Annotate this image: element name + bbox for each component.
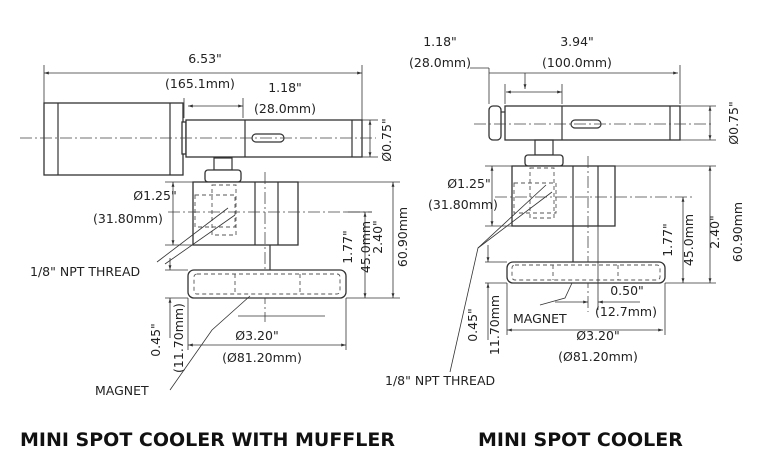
total-height-mm: 60.90mm: [395, 207, 410, 267]
base-height-mm: (11.70mm): [171, 303, 186, 373]
hex-length-in: 1.18": [268, 80, 302, 95]
muffler-model-title: MINI SPOT COOLER WITH MUFFLER: [20, 429, 395, 451]
hex-length-mm: (28.0mm): [254, 101, 316, 116]
center-height-mm: 45.0mm: [681, 214, 696, 266]
center-height-in: 1.77": [340, 230, 355, 264]
mini-spot-cooler-drawing: 1.18" (28.0mm) 3.94" (100.0mm) Ø0.75": [385, 34, 745, 388]
model-title: MINI SPOT COOLER: [478, 429, 683, 451]
center-height-in: 1.77": [660, 223, 675, 257]
mount-block: [511, 165, 616, 227]
base-diameter-mm: (Ø81.20mm): [222, 350, 302, 365]
base-diameter-mm: (Ø81.20mm): [558, 349, 638, 364]
mini-spot-cooler-with-muffler-drawing: 6.53" (165.1mm) 1.18" (28.0mm) Ø0.75" Ø1…: [20, 51, 410, 398]
magnetic-base: [187, 269, 347, 299]
tube-length-mm: (100.0mm): [542, 55, 612, 70]
cooler-tube: [504, 105, 681, 141]
hex-length-mm: (28.0mm): [409, 55, 471, 70]
block-diameter-mm: (31.80mm): [93, 211, 163, 226]
muffler: [43, 102, 184, 176]
thread-label: 1/8" NPT THREAD: [30, 264, 140, 279]
total-height-in: 2.40": [370, 220, 385, 254]
base-height-mm: 11.70mm: [487, 295, 502, 355]
overall-length-mm: (165.1mm): [165, 76, 235, 91]
base-height-in: 0.45": [465, 308, 480, 342]
magnet-label: MAGNET: [513, 311, 567, 326]
base-diameter-in: Ø3.20": [576, 328, 619, 343]
tube-length-in: 3.94": [560, 34, 594, 49]
total-height-in: 2.40": [707, 215, 722, 249]
mount-block: [192, 181, 299, 246]
tube-diameter: Ø0.75": [726, 101, 741, 144]
block-diameter-mm: (31.80mm): [428, 197, 498, 212]
block-diameter-in: Ø1.25": [133, 188, 176, 203]
offset-in: 0.50": [610, 283, 644, 298]
hex-length-in: 1.18": [423, 34, 457, 49]
nut: [524, 154, 564, 167]
cooler-tube: [185, 119, 363, 158]
magnet-label: MAGNET: [95, 383, 149, 398]
total-height-mm: 60.90mm: [730, 202, 745, 262]
magnetic-base: [506, 261, 666, 284]
block-diameter-in: Ø1.25": [447, 176, 490, 191]
overall-length-in: 6.53": [188, 51, 222, 66]
base-height-in: 0.45": [148, 323, 163, 357]
base-diameter-in: Ø3.20": [235, 328, 278, 343]
nut: [204, 169, 242, 183]
thread-label: 1/8" NPT THREAD: [385, 373, 495, 388]
offset-mm: (12.7mm): [595, 304, 657, 319]
tube-diameter: Ø0.75": [379, 118, 394, 161]
center-height-mm: 45.0mm: [358, 221, 373, 273]
